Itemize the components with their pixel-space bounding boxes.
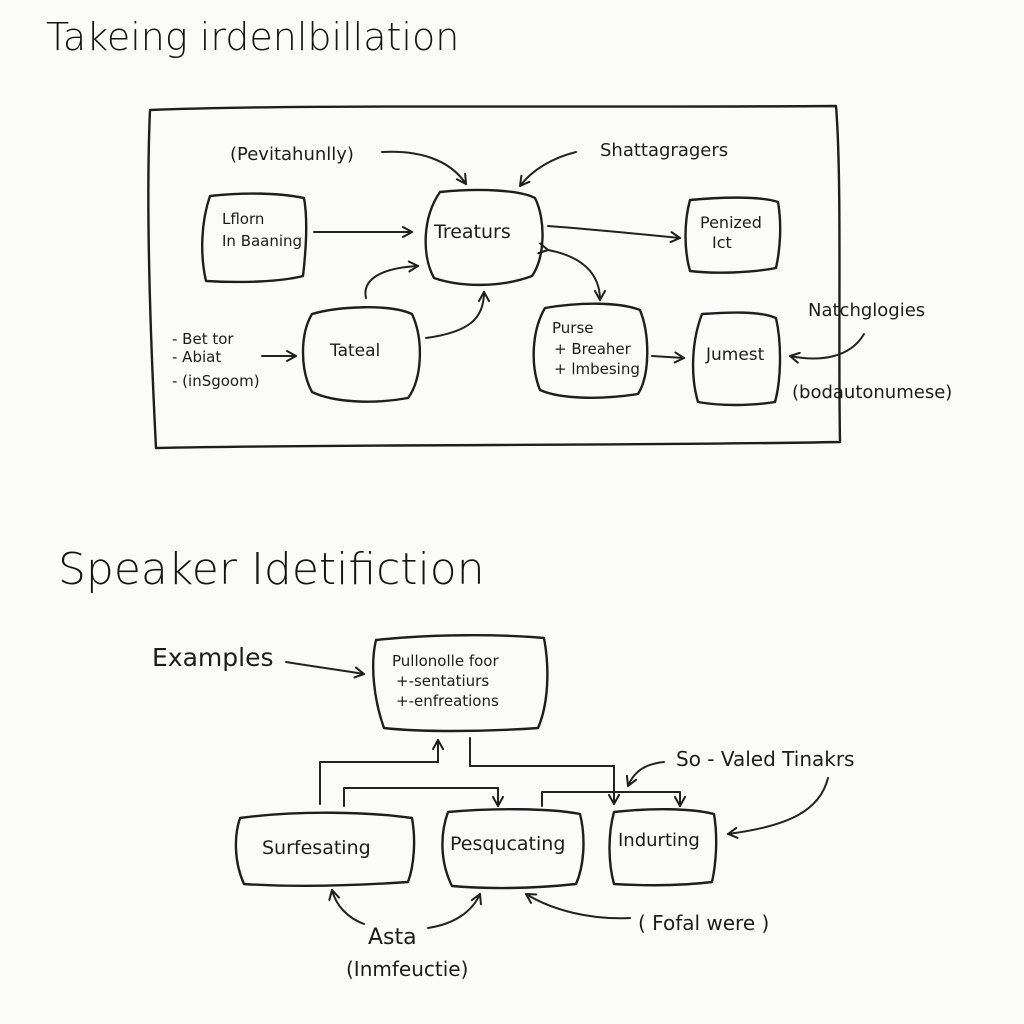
arrow-surfesating-up bbox=[319, 739, 444, 805]
label-bodautonumese: (bodautonumese) bbox=[792, 382, 952, 403]
section1-frame bbox=[147, 104, 842, 450]
node-pesqucating-label: Pesqucating bbox=[450, 833, 565, 855]
label-inmfeuctie: (Inmfeuctie) bbox=[346, 957, 468, 981]
arrow-branch-surfesating bbox=[343, 787, 504, 807]
arrow-purse-jumest bbox=[651, 351, 685, 364]
list-items: - Bet tor - Abiat - (inSgoom) bbox=[172, 330, 260, 390]
node-tateal bbox=[301, 306, 422, 403]
arrow-tateal-treaturs bbox=[425, 291, 490, 339]
label-shattagragers: Shattagragers bbox=[600, 140, 728, 161]
label-asta: Asta bbox=[368, 925, 417, 950]
node-penized bbox=[684, 196, 782, 274]
node-tateal-label: Tateal bbox=[329, 341, 380, 361]
node-jumest-label: Jumest bbox=[705, 345, 765, 365]
node-penized-label: Penized Ict bbox=[700, 213, 767, 252]
arrow-treaturs-penized bbox=[547, 225, 681, 244]
arrow-shattagragers-treaturs bbox=[519, 151, 577, 187]
list-item: - (inSgoom) bbox=[172, 372, 260, 390]
arrow-tateal-treaturs-left bbox=[364, 260, 419, 299]
node-lflorn bbox=[201, 192, 308, 284]
node-treaturs bbox=[424, 188, 544, 287]
node-surfesating bbox=[234, 811, 416, 887]
arrow-asta-pesqucating bbox=[427, 893, 482, 929]
node-treaturs-label: Treaturs bbox=[433, 221, 511, 243]
section1-title: Takeing irdenlbillation bbox=[46, 15, 459, 59]
arrow-natchglogies-jumest bbox=[789, 333, 865, 364]
label-fofal-were: ( Fofal were ) bbox=[638, 911, 769, 935]
node-lflorn-label: Lflorn In Baaning bbox=[222, 210, 302, 250]
node-pullonolle-label: Pullonolle foor +-sentatiurs +-enfreatio… bbox=[392, 652, 503, 710]
arrow-examples-pullonolle bbox=[285, 661, 365, 679]
arrow-so-valed-indurting bbox=[727, 777, 829, 839]
node-pesqucating bbox=[441, 808, 585, 890]
arrow-treaturs-purse bbox=[537, 242, 606, 301]
list-item: - Bet tor bbox=[172, 330, 234, 348]
node-pullonolle bbox=[371, 634, 549, 733]
label-so-valed: So - Valed Tinakrs bbox=[676, 747, 854, 771]
node-indurting-label: Indurting bbox=[618, 830, 700, 851]
node-purse bbox=[532, 302, 649, 399]
node-purse-label: Purse + Breaher + lmbesing bbox=[552, 319, 640, 378]
label-pevitahunlly: (Pevitahunlly) bbox=[230, 144, 354, 165]
arrow-fofal-pesqucating bbox=[525, 893, 631, 920]
node-jumest bbox=[691, 311, 782, 407]
arrow-branch-pesqucating bbox=[541, 791, 686, 807]
arrow-pullonolle-down-left bbox=[469, 737, 620, 805]
arrow-asta-surfesating bbox=[328, 889, 365, 925]
node-indurting bbox=[608, 808, 718, 887]
section2-title: Speaker Idetifiction bbox=[58, 544, 485, 595]
node-surfesating-label: Surfesating bbox=[262, 837, 371, 859]
label-natchglogies: Natchglogies bbox=[808, 300, 925, 321]
arrow-pevitahunlly-treaturs bbox=[381, 150, 467, 185]
arrow-so-valed-branch bbox=[625, 761, 665, 787]
list-item: - Abiat bbox=[172, 348, 221, 366]
label-examples: Examples bbox=[152, 643, 273, 672]
